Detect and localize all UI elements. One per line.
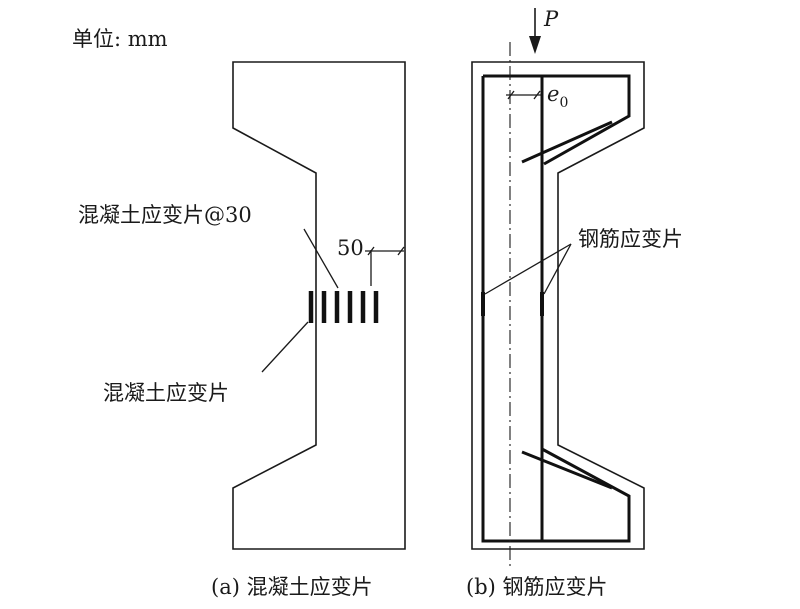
- gauge-group-label: 混凝土应变片@30: [78, 203, 252, 227]
- unit-label: 单位: mm: [72, 27, 168, 51]
- eccentricity-tick-left: [507, 90, 515, 100]
- eccentricity-tick-right: [533, 90, 541, 100]
- panel-b: P e0 钢筋应变片 (b) 钢筋应变片: [466, 7, 683, 599]
- spacing-dimension: [365, 246, 405, 286]
- load-arrow-head: [529, 36, 541, 54]
- reinforcement-cage: [481, 74, 631, 543]
- gauge-group-leader: [303, 228, 339, 289]
- rebar-gauge-label: 钢筋应变片: [578, 227, 683, 251]
- rebar-outer: [481, 76, 631, 543]
- caption-b: (b) 钢筋应变片: [466, 575, 608, 599]
- rebar-top-diagonal: [521, 120, 613, 164]
- dimension-tick-left: [367, 246, 375, 256]
- dimension-tick-right: [397, 246, 405, 256]
- caption-a: (a) 混凝土应变片: [211, 575, 373, 599]
- eccentricity-letter: e: [547, 82, 559, 106]
- gauge-leader: [261, 321, 309, 373]
- rebar-gauge-leader-left: [484, 243, 572, 295]
- rebar-gauges: [481, 292, 544, 316]
- load-arrow: [529, 8, 541, 54]
- eccentricity-subscript: 0: [559, 95, 568, 111]
- rebar-bottom-diagonal: [521, 450, 613, 490]
- rebar-gauge-leader-right: [543, 243, 572, 295]
- gauge-label: 混凝土应变片: [103, 381, 229, 405]
- eccentricity-dimension: [506, 90, 541, 100]
- spacing-label: 50: [337, 236, 364, 260]
- eccentricity-symbol: e0: [547, 82, 568, 111]
- specimen-outline-b: [471, 61, 645, 550]
- concrete-gauges: [308, 291, 379, 323]
- specimen-outline-a: [232, 61, 406, 550]
- panel-a: 混凝土应变片@30 50 混凝土应变片 (a) 混凝土应变片: [78, 61, 406, 599]
- load-symbol: P: [543, 7, 559, 31]
- rebar-top: [483, 74, 631, 166]
